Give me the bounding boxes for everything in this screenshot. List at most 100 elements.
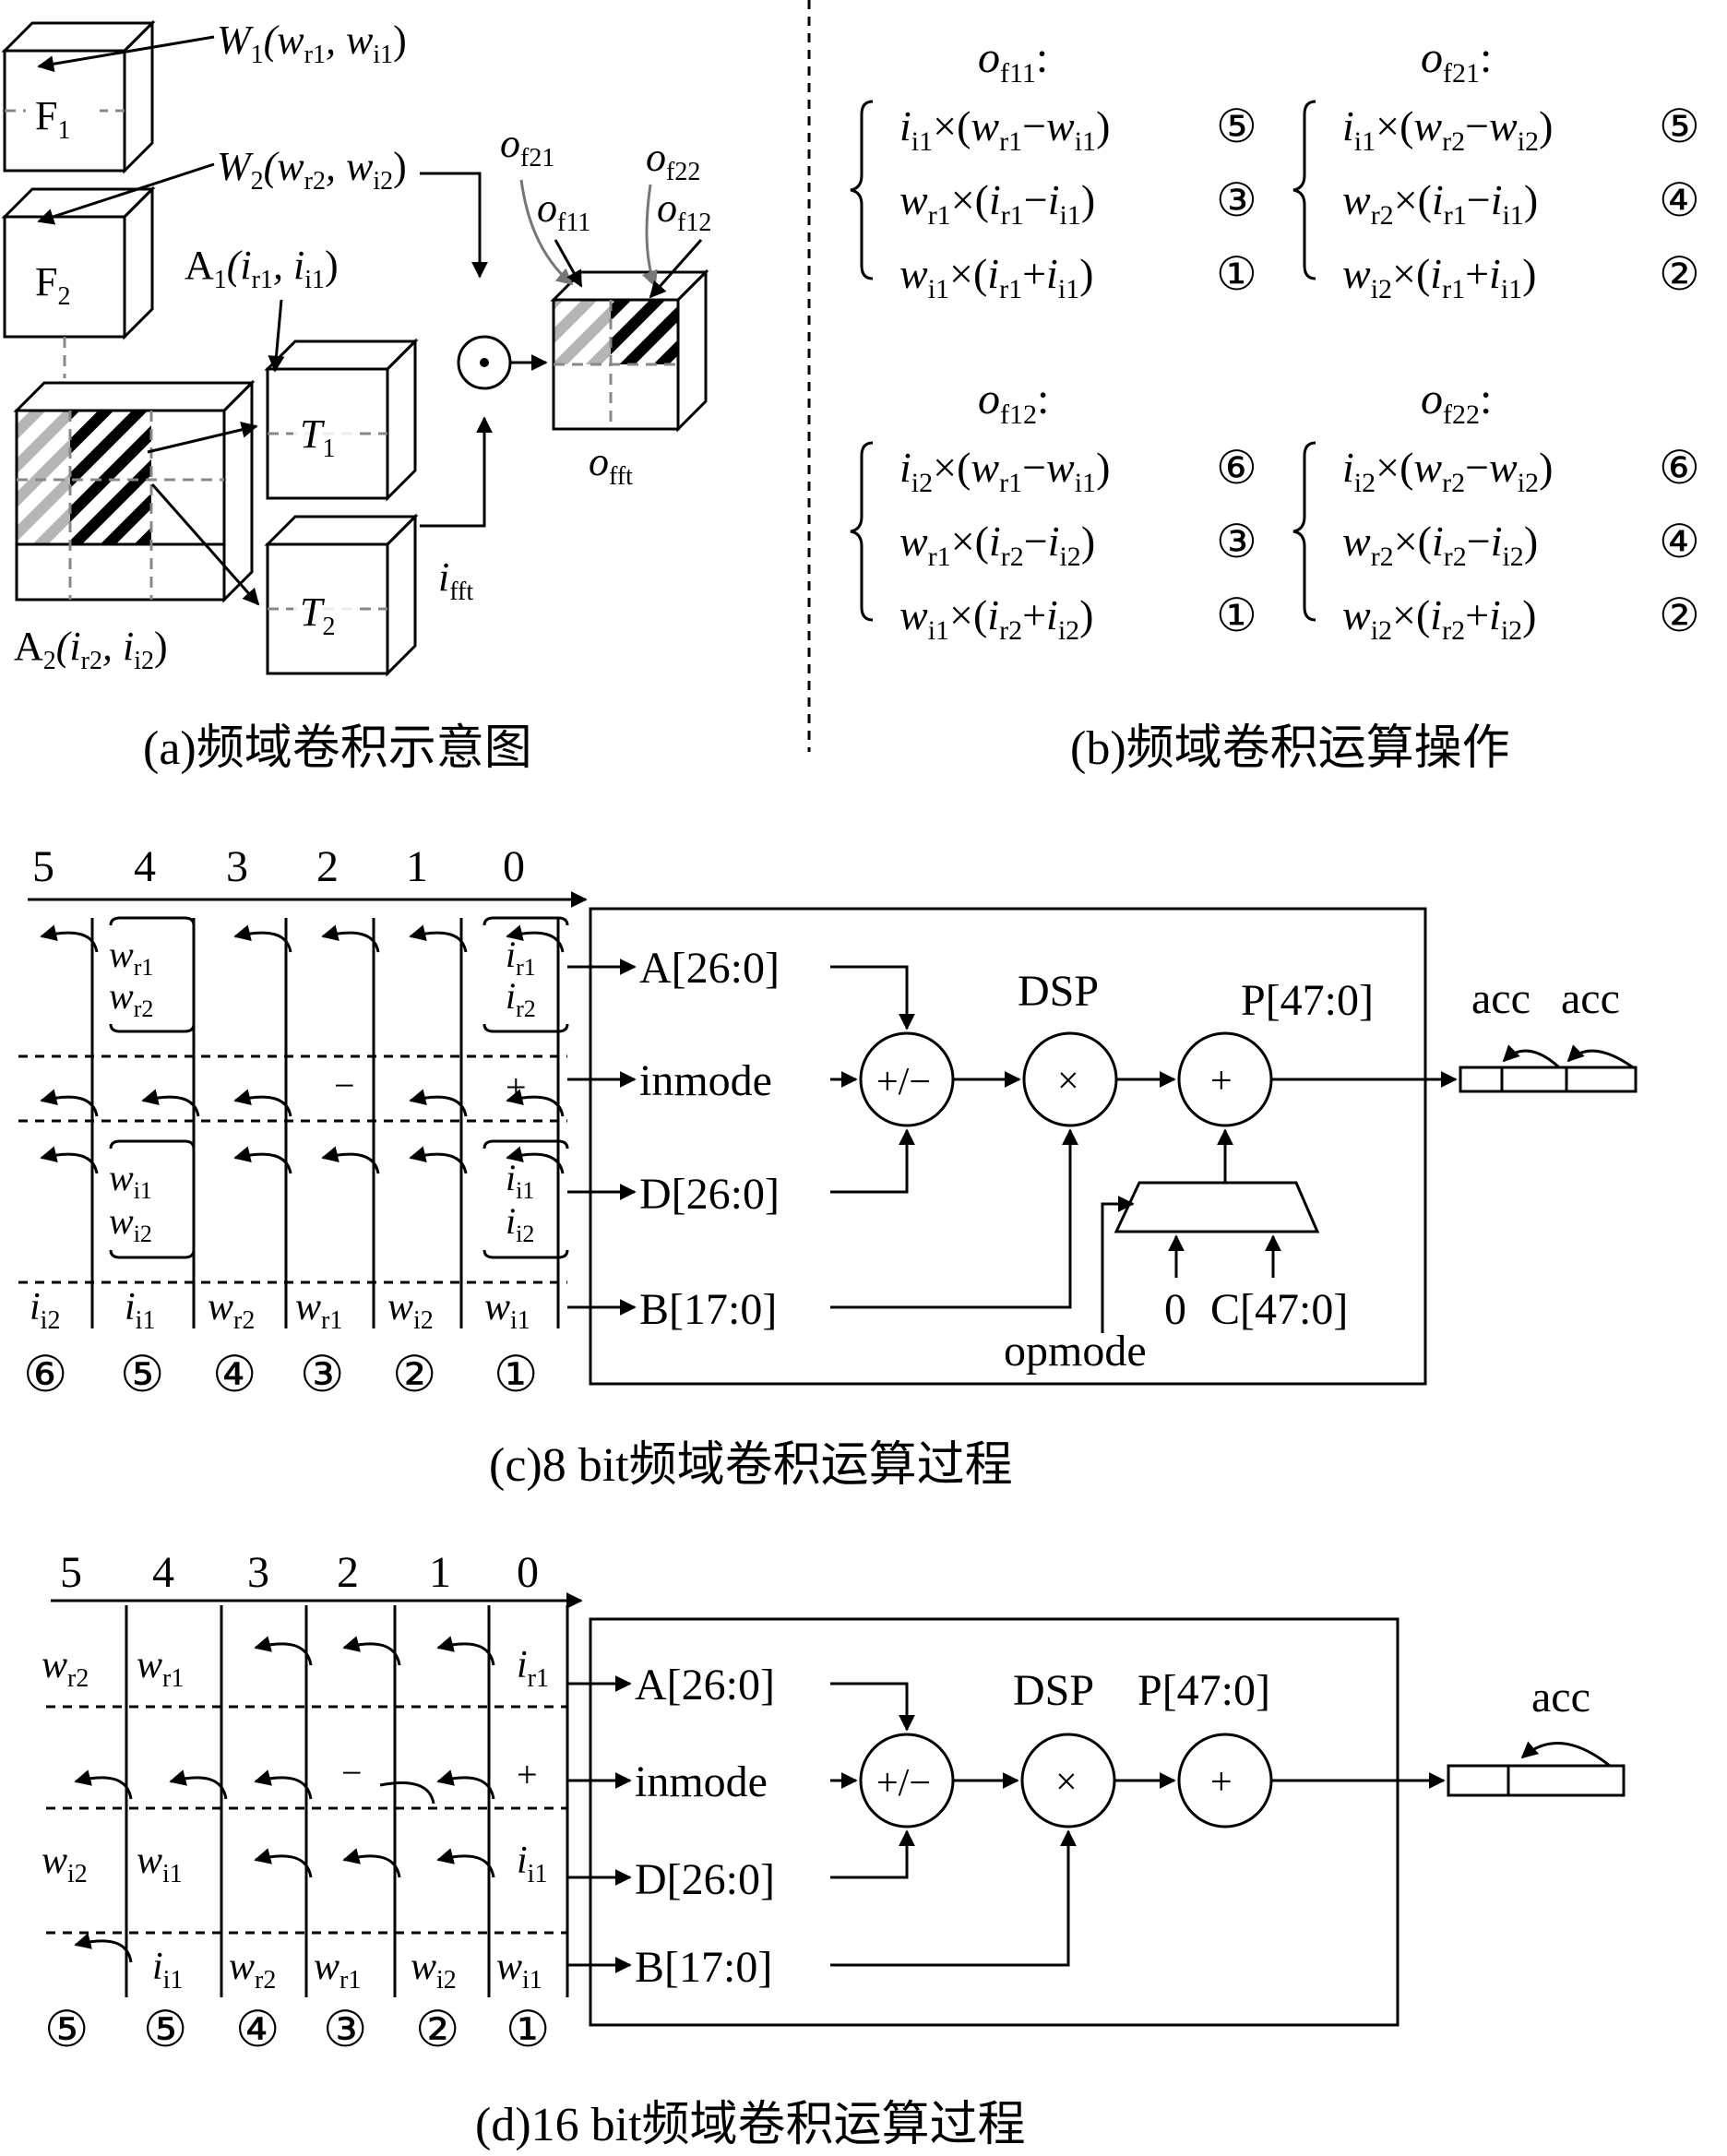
operand-label: wr1 <box>314 1946 361 1995</box>
bit-label: 0 <box>503 842 525 891</box>
step-number: ① <box>506 2002 550 2057</box>
port-a: A[26:0] <box>639 944 780 993</box>
step-number: ④ <box>1659 516 1700 567</box>
bit-label: 5 <box>32 842 54 891</box>
svg-text:−: − <box>334 1065 355 1106</box>
svg-text:−: − <box>341 1752 363 1793</box>
formula-row: wr1×(ir2−ii2) <box>899 518 1095 572</box>
formula-group-title: of22: <box>1421 375 1492 430</box>
accumulator-register-16bit <box>1447 1741 1626 1797</box>
operand-label: wr2 <box>208 1286 255 1335</box>
operand-label: wi1 <box>484 1286 530 1335</box>
formula-row: wi2×(ir2+ii2) <box>1342 591 1536 646</box>
operand-label: wr2 <box>229 1946 276 1995</box>
operand-label: wi2 <box>387 1286 434 1335</box>
ifft-label: ifft <box>438 554 473 606</box>
svg-text:ii2: ii2 <box>506 1200 534 1247</box>
step-number: ② <box>392 1347 436 1402</box>
svg-text:opmode: opmode <box>1004 1327 1147 1376</box>
cube-a <box>13 379 256 603</box>
bit-label: 4 <box>134 842 156 891</box>
svg-text:ir2: ir2 <box>506 975 536 1022</box>
dsp-block-8bit <box>589 907 1427 1386</box>
svg-text:T2: T2 <box>300 590 335 641</box>
panel-b: of11:ii1×(wr1−wi1)⑤wr1×(ir1−ii1)③wi1×(ir… <box>850 33 1700 646</box>
step-number: ⑤ <box>1659 101 1700 152</box>
step-number: ⑤ <box>44 2002 89 2057</box>
svg-text:×: × <box>1055 1761 1078 1804</box>
svg-text:C[47:0]: C[47:0] <box>1210 1285 1348 1334</box>
svg-text:of12: of12 <box>657 185 711 237</box>
step-number: ⑥ <box>1659 442 1700 494</box>
formula-group-title: of11: <box>978 33 1048 89</box>
w2-label: W2(wr2, wi2) <box>217 144 407 196</box>
step-number: ② <box>1659 590 1700 641</box>
svg-text:wr2: wr2 <box>109 975 153 1022</box>
svg-text:P[47:0]: P[47:0] <box>1137 1666 1270 1715</box>
bit-label: 1 <box>429 1548 451 1597</box>
caption-b: (b)频域卷积运算操作 <box>1070 722 1510 775</box>
bit-label: 3 <box>247 1548 269 1597</box>
formula-group-title: of12: <box>978 375 1049 430</box>
cube-t2: T2 <box>264 513 419 677</box>
svg-text:DSP: DSP <box>1018 967 1099 1016</box>
step-number: ① <box>494 1347 538 1402</box>
dsp-block-16bit <box>589 1617 1399 2027</box>
svg-text:P[47:0]: P[47:0] <box>1241 976 1374 1025</box>
w1-label: W1(wr1, wi1) <box>217 18 407 69</box>
caption-a: (a)频域卷积示意图 <box>143 722 532 775</box>
formula-row: wr1×(ir1−ii1) <box>899 176 1095 231</box>
step-number: ④ <box>235 2002 280 2057</box>
bit-label: 2 <box>316 842 339 891</box>
svg-text:+: + <box>517 1754 538 1795</box>
step-number: ④ <box>212 1347 256 1402</box>
svg-text:of11: of11 <box>537 185 590 237</box>
svg-text:ii1: ii1 <box>506 1157 534 1204</box>
a2-label: A2(ir2, ii2) <box>14 624 168 675</box>
operand-label: ii2 <box>30 1286 60 1335</box>
accumulator-register-8bit <box>1459 1044 1638 1093</box>
svg-text:+: + <box>506 1066 527 1108</box>
cube-f1: F1 <box>1 19 156 174</box>
formula-row: wi1×(ir1+ii1) <box>899 250 1093 304</box>
svg-text:of21: of21 <box>500 121 554 173</box>
port-inmode: inmode <box>639 1056 772 1105</box>
formula-row: ii2×(wr2−wi2) <box>1342 444 1553 498</box>
svg-text:acc: acc <box>1471 974 1530 1023</box>
offt-label: offt <box>589 439 633 491</box>
bit-label: 0 <box>517 1548 539 1597</box>
svg-text:wi2: wi2 <box>109 1200 152 1247</box>
bit-label: 5 <box>60 1548 82 1597</box>
step-number: ⑤ <box>1216 101 1257 152</box>
bit-label: 1 <box>406 842 428 891</box>
step-number: ④ <box>1659 174 1700 226</box>
step-number: ③ <box>1216 516 1257 567</box>
operand-label: wi1 <box>496 1946 542 1995</box>
svg-text:acc: acc <box>1531 1673 1590 1721</box>
formula-row: wi2×(ir1+ii1) <box>1342 250 1536 304</box>
step-number: ① <box>1216 590 1257 641</box>
svg-text:D[26:0]: D[26:0] <box>635 1855 775 1904</box>
svg-text:×: × <box>1057 1060 1079 1102</box>
port-d: D[26:0] <box>639 1170 780 1219</box>
svg-text:B[17:0]: B[17:0] <box>635 1943 772 1992</box>
operand-label: wi2 <box>42 1840 88 1888</box>
svg-text:F1: F1 <box>35 93 70 145</box>
operand-label: wr2 <box>42 1644 89 1693</box>
svg-text:+: + <box>1210 1761 1233 1804</box>
step-number: ② <box>1659 248 1700 300</box>
step-number: ⑤ <box>120 1347 164 1402</box>
cube-output <box>550 268 709 433</box>
svg-text:wi1: wi1 <box>109 1157 152 1204</box>
formula-row: wi1×(ir2+ii2) <box>899 591 1093 646</box>
svg-text:+/−: +/− <box>876 1762 931 1805</box>
formula-row: ii1×(wr2−wi2) <box>1342 102 1553 157</box>
step-number: ⑥ <box>23 1347 67 1402</box>
caption-d: (d)16 bit频域卷积运算过程 <box>475 2099 1026 2151</box>
